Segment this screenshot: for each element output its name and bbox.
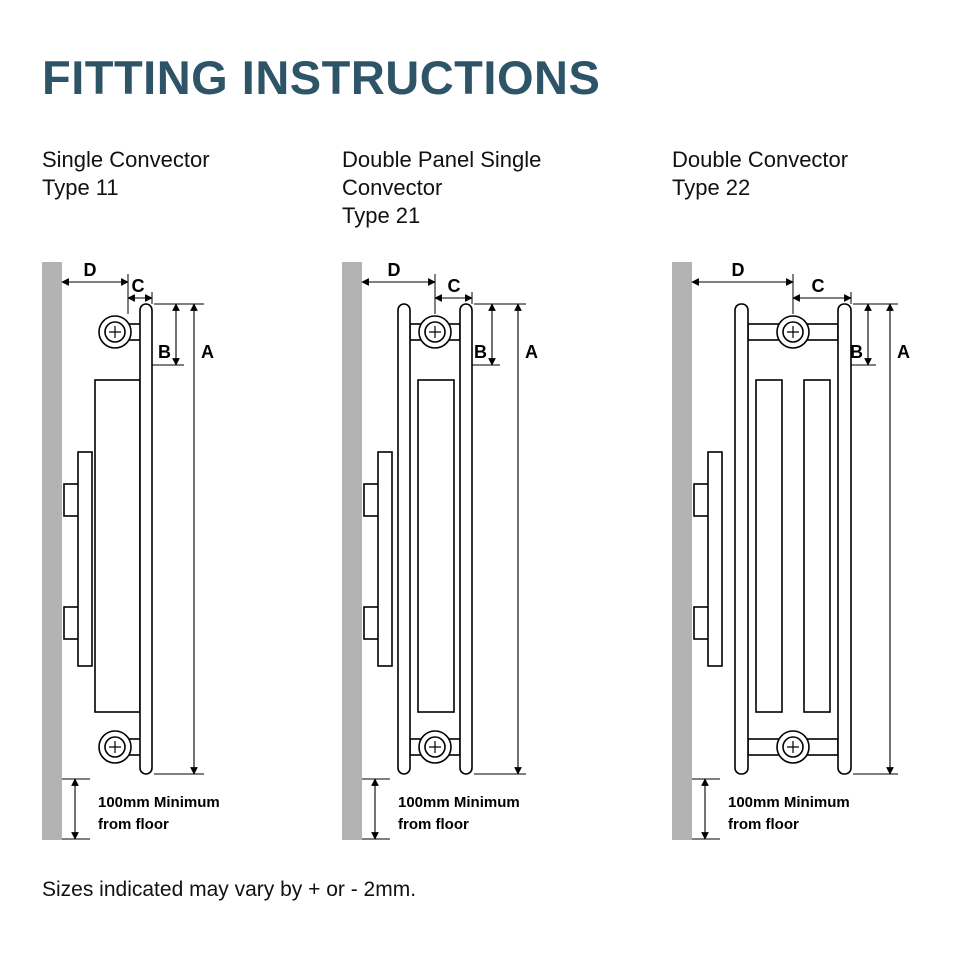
diagram-double-convector-type-22: D C B A 100mm Minimum from floor: [672, 262, 910, 840]
dimension-c-label: C: [132, 276, 145, 296]
convector-body: [417, 379, 455, 713]
convector-body-rear: [755, 379, 783, 713]
dimension-a-label: A: [201, 342, 214, 362]
top-tapping: [418, 315, 452, 349]
dimension-b: B: [850, 303, 898, 366]
bottom-tapping: [776, 730, 810, 764]
dimension-a: A: [853, 303, 910, 775]
tolerance-note: Sizes indicated may vary by + or - 2mm.: [42, 878, 417, 901]
heading-line: Type 21: [342, 203, 421, 228]
heading-line: Type 11: [42, 175, 119, 200]
floor-clearance-note: 100mm Minimum from floor: [362, 778, 520, 840]
dimension-b-label: B: [474, 342, 487, 362]
page-title: FITTING INSTRUCTIONS: [42, 51, 601, 104]
dimension-a: A: [154, 303, 214, 775]
rear-panel: [397, 303, 411, 775]
bottom-tapping: [418, 730, 452, 764]
heading-line: Type 22: [672, 175, 751, 200]
dimension-b: B: [152, 303, 204, 366]
convector-body-front: [803, 379, 831, 713]
dimension-d-label: D: [732, 262, 745, 280]
front-panel: [459, 303, 473, 775]
heading-line: Double Convector: [672, 147, 849, 172]
top-tapping: [776, 315, 810, 349]
wall-bracket: [63, 451, 93, 667]
dimension-b-label: B: [158, 342, 171, 362]
dimension-b-label: B: [850, 342, 863, 362]
heading-type-11: Single Convector Type 11: [42, 146, 332, 202]
wall: [672, 262, 692, 840]
floor-clearance-note: 100mm Minimum from floor: [62, 778, 220, 840]
top-tapping: [98, 315, 132, 349]
diagram-single-convector-type-11: D C B A 100mm Minimum from floor: [42, 262, 220, 840]
floor-note-line: 100mm Minimum: [98, 794, 220, 811]
heading-type-21: Double Panel Single Convector Type 21: [342, 146, 632, 230]
floor-note-line: from floor: [398, 816, 469, 833]
dimension-a: A: [474, 303, 538, 775]
front-panel: [139, 303, 153, 775]
heading-line: Convector: [342, 175, 443, 200]
floor-note-line: 100mm Minimum: [728, 794, 850, 811]
dimension-a-label: A: [897, 342, 910, 362]
dimension-c-label: C: [812, 276, 825, 296]
floor-note-line: 100mm Minimum: [398, 794, 520, 811]
floor-note-line: from floor: [98, 816, 169, 833]
front-panel: [837, 303, 852, 775]
bottom-tapping: [98, 730, 132, 764]
wall: [342, 262, 362, 840]
dimension-d-label: D: [84, 262, 97, 280]
heading-line: Single Convector: [42, 147, 210, 172]
dimension-a-label: A: [525, 342, 538, 362]
dimension-c-label: C: [448, 276, 461, 296]
wall-bracket: [693, 451, 723, 667]
dimension-c: C: [434, 276, 473, 304]
heading-line: Double Panel Single: [342, 147, 542, 172]
dimension-d: D: [61, 262, 129, 314]
dimension-c: C: [127, 276, 153, 304]
heading-type-22: Double Convector Type 22: [672, 146, 960, 202]
dimension-c: C: [792, 276, 852, 304]
dimension-d: D: [691, 262, 794, 314]
dimension-d-label: D: [388, 262, 401, 280]
wall: [42, 262, 62, 840]
floor-note-line: from floor: [728, 816, 799, 833]
dimension-b: B: [472, 303, 526, 366]
floor-clearance-note: 100mm Minimum from floor: [692, 778, 850, 840]
diagram-double-panel-single-convector-type-21: D C B A 100mm Minimum from floor: [342, 262, 538, 840]
convector-body: [94, 379, 141, 713]
wall-bracket: [363, 451, 393, 667]
dimension-d: D: [361, 262, 436, 314]
rear-panel: [734, 303, 749, 775]
